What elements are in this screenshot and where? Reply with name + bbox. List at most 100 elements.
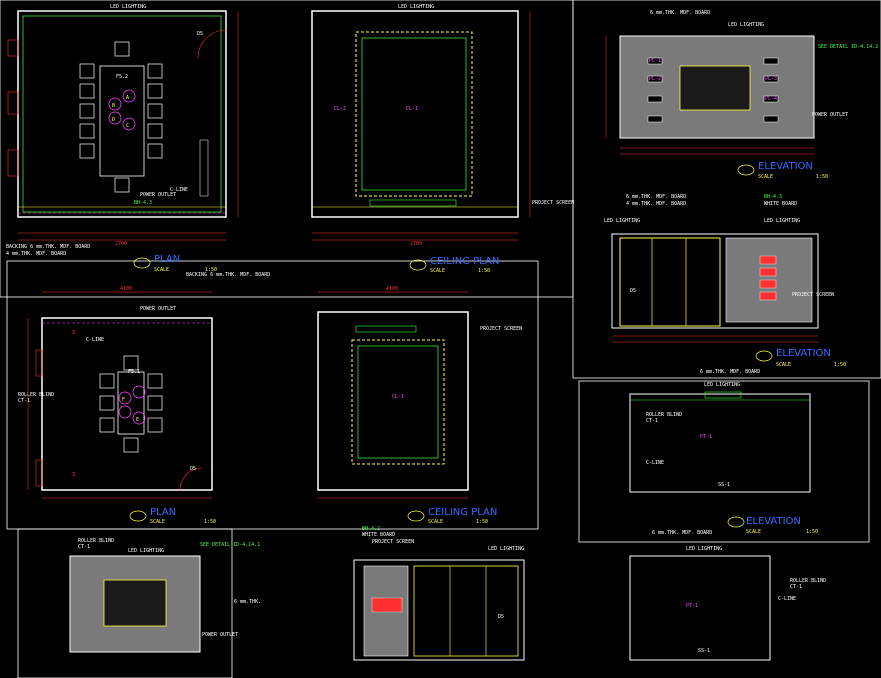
viewport-frames [0,0,881,543]
elev-tr-title: ELEVATION [758,161,813,172]
elev-r-ss1: SS-1 [718,482,730,488]
elevation-bottom-middle: BH-4.2 WHITE BOARD PROJECT SCREEN LED LI… [353,526,525,661]
plan2-c-line: C-LINE [86,337,104,343]
plan-1: B A D C F5.2 LED LIGHTING POWER OUTLET C… [6,4,239,273]
ceiling1-scale-label: SCALE [430,268,445,274]
elevation-middle-right: D5 6 mm.THK. MDF. BOARD 4 mm.THK. MDF. B… [604,194,846,368]
elev-r-ct1: CT-1 [646,418,658,424]
plan1-led-label: LED LIGHTING [110,4,146,10]
elev-mr-projector: PROJECT SCREEN [792,292,834,298]
ceiling1-title: CEILING PLAN [430,256,499,267]
plan1-bh: BH-4.3 [134,200,152,206]
marker-b: B [112,103,115,109]
plan2-roller-blind: ROLLER BLIND [18,392,54,398]
elev-r-scale-label: SCALE [746,529,761,535]
elev-br-board: 6 mm.THK. MDF. BOARD [652,530,712,536]
elevation-bottom-right: 6 mm.THK. MDF. BOARD LED LIGHTING ROLLER… [629,530,826,661]
elev-r-title: ELEVATION [746,516,801,527]
elev-br-ss1: SS-1 [698,648,710,654]
ceiling2-scale: 1:50 [476,519,488,525]
ceiling2-scale-label: SCALE [428,519,443,525]
elev-br-pt1: PT-1 [686,603,698,609]
elev-bl-see-detail: SEE DETAIL ID-4.14.1 [200,542,260,548]
elev-r-scale: 1:50 [806,529,818,535]
elev-bm-bh: BH-4.2 [362,526,380,532]
elev-mr-bh: BH-4.3 [764,194,782,200]
elev-tr-see-detail: SEE DETAIL ID-4.14.2 [818,44,878,50]
elevation-top-right: PL-1 PL-2 PL-3 PL-4 6 mm.THK. MDF. BOARD… [605,10,878,180]
elev-tr-scale-label: SCALE [758,174,773,180]
marker-f: F [122,397,125,403]
elev-br-c-line: C-LINE [778,596,796,602]
elev-r-board: 6 mm.THK. MDF. BOARD [700,369,760,375]
marker-d: D [112,117,115,123]
plan2-ct1: CT-1 [18,398,30,404]
ceiling1-dim: 2700 [410,241,422,247]
elev-mr-led-right: LED LIGHTING [764,218,800,224]
plan2-power-outlet: POWER OUTLET [140,306,176,312]
elev-mr-white-board: WHITE BOARD [764,201,797,207]
plan2-scale: 1:50 [204,519,216,525]
elev-br-led: LED LIGHTING [686,546,722,552]
table2-label: F5.1 [128,369,140,375]
plan1-power-outlet: POWER OUTLET [140,192,176,198]
ceiling2-c1: CL-1 [392,394,404,400]
plan2-door: D5 [190,466,196,472]
plan2-marker-3b: 3 [72,472,75,478]
marker-c: C [126,123,129,129]
elev-tr-power: POWER OUTLET [812,112,848,118]
ceiling2-dim: 4100 [386,286,398,292]
plan2-dim: 4100 [120,286,132,292]
ceiling-plan-1: LED LIGHTING CL-1 PROJECT SCREEN CL-2 27… [311,4,574,274]
plan1-c-line: C-LINE [170,187,188,193]
elev-r-pt1: PT-1 [700,434,712,440]
ceiling2-projector: PROJECT SCREEN [480,326,522,332]
elev-mr-door: D5 [630,288,636,294]
elev-bm-white-board: WHITE BOARD [362,532,395,538]
plan1-door: D5 [197,31,203,37]
elev-r-led: LED LIGHTING [704,382,740,388]
elev-tr-scale: 1:50 [816,174,828,180]
plan2-title: PLAN [150,507,176,518]
elev-tr-pl4: PL-4 [765,96,777,102]
plan1-backing: BACKING 6 mm.THK. MDF. BOARD [6,244,90,250]
elev-mr-scale: 1:50 [834,362,846,368]
elev-bm-projector: PROJECT SCREEN [372,539,414,545]
elev-mr-board: 6 mm.THK. MDF. BOARD [626,194,686,200]
elevation-bottom-left: ROLLER BLIND CT-1 LED LIGHTING SEE DETAI… [17,528,261,678]
ceiling1-projector: PROJECT SCREEN [532,200,574,206]
elev-mr-title: ELEVATION [776,348,831,359]
elev-bl-power: POWER OUTLET [202,632,238,638]
elev-bm-led: LED LIGHTING [488,546,524,552]
plan1-scale-label: SCALE [154,267,169,273]
elev-br-ct1: CT-1 [790,584,802,590]
elev-tr-pl2: PL-2 [649,76,661,82]
elev-r-c-line: C-LINE [646,460,664,466]
ceiling1-c2: CL-2 [334,106,346,112]
elev-bl-ct1: CT-1 [78,544,90,550]
table-label: F5.2 [116,74,128,80]
elev-tr-led: LED LIGHTING [728,22,764,28]
elev-r-roller-blind: ROLLER BLIND [646,412,682,418]
elevation-right: 6 mm.THK. MDF. BOARD LED LIGHTING ROLLER… [629,369,818,535]
elev-tr-pl3: PL-3 [765,76,777,82]
plan1-finish: 4 mm.THK. MDF. BOARD [6,251,66,257]
elev-mr-finish: 4 mm.THK. MDF. BOARD [626,201,686,207]
plan1-dim-width: 2700 [115,241,127,247]
elev-tr-pl1: PL-1 [649,58,661,64]
elev-bl-board: 6 mm.THK. [234,599,261,605]
elev-tr-board: 6 mm.THK. MDF. BOARD [650,10,710,16]
ceiling1-scale: 1:50 [478,268,490,274]
elev-mr-scale-label: SCALE [776,362,791,368]
plan2-marker-3: 3 [72,330,75,336]
ceiling-plan-2: CL-1 PROJECT SCREEN 4100 CEILING PLAN SC… [317,286,522,525]
elev-mr-led: LED LIGHTING [604,218,640,224]
plan1-scale: 1:50 [205,267,217,273]
ceiling1-led-label: LED LIGHTING [398,4,434,10]
plan1-title: PLAN [154,254,180,265]
marker-e: E [136,417,139,423]
ceiling2-title: CEILING PLAN [428,507,497,518]
plan-2: F E F5.1 POWER OUTLET C-LINE ROLLER BLIN… [18,272,270,525]
plan2-backing: BACKING 6 mm.THK. MDF. BOARD [186,272,270,278]
